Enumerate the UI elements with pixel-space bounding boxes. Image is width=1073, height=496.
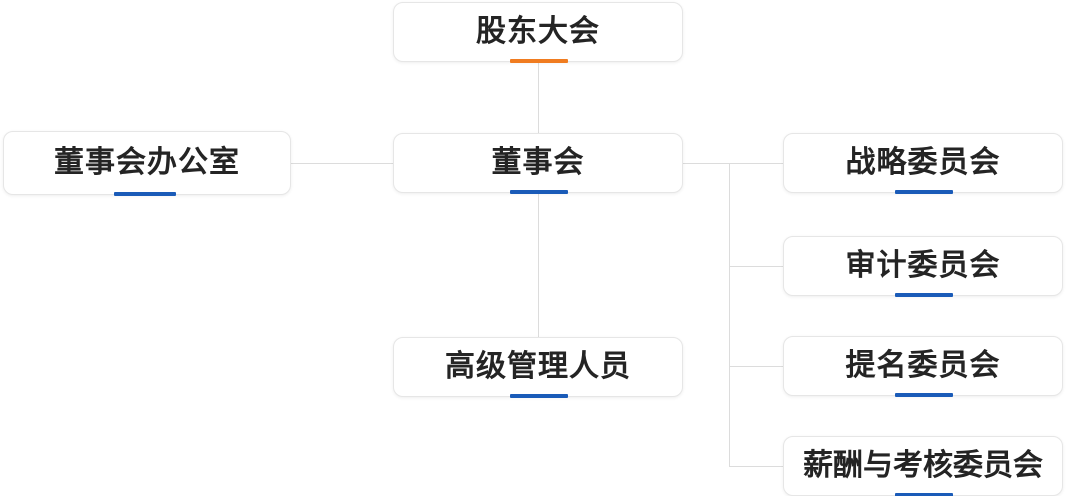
node-audit-committee[interactable]: 审计委员会 bbox=[783, 236, 1063, 297]
node-board-accent bbox=[510, 190, 568, 194]
connector-board-to-board-office bbox=[291, 163, 393, 164]
node-strategy-committee[interactable]: 战略委员会 bbox=[783, 133, 1063, 194]
node-nomination-committee-label: 提名委员会 bbox=[845, 349, 1001, 382]
connector-committee-trunk bbox=[729, 163, 730, 466]
connector-trunk-to-remuneration-committee bbox=[729, 466, 783, 467]
node-remuneration-committee[interactable]: 薪酬与考核委员会 bbox=[783, 436, 1063, 496]
node-senior-management-accent bbox=[510, 394, 568, 398]
node-audit-committee-accent bbox=[895, 293, 953, 297]
node-board-office-label: 董事会办公室 bbox=[54, 146, 240, 179]
connector-board-to-senior-management bbox=[538, 193, 539, 337]
connector-trunk-to-audit-committee bbox=[729, 266, 783, 267]
node-shareholders[interactable]: 股东大会 bbox=[393, 2, 683, 63]
node-strategy-committee-label: 战略委员会 bbox=[845, 146, 1001, 179]
node-audit-committee-label: 审计委员会 bbox=[845, 249, 1001, 282]
node-remuneration-committee-accent bbox=[895, 493, 953, 496]
node-strategy-committee-accent bbox=[895, 190, 953, 194]
connector-board-to-committee-trunk bbox=[683, 163, 730, 164]
connector-shareholders-to-board bbox=[538, 62, 539, 133]
node-nomination-committee-accent bbox=[895, 393, 953, 397]
node-nomination-committee[interactable]: 提名委员会 bbox=[783, 336, 1063, 397]
node-board-office-accent bbox=[114, 192, 176, 196]
node-board-label: 董事会 bbox=[491, 146, 585, 179]
node-board[interactable]: 董事会 bbox=[393, 133, 683, 194]
node-senior-management[interactable]: 高级管理人员 bbox=[393, 337, 683, 398]
node-senior-management-label: 高级管理人员 bbox=[445, 350, 631, 383]
node-remuneration-committee-label: 薪酬与考核委员会 bbox=[803, 449, 1043, 482]
connector-trunk-to-strategy-committee bbox=[729, 163, 783, 164]
connector-trunk-to-nomination-committee bbox=[729, 366, 783, 367]
node-shareholders-accent bbox=[510, 59, 568, 63]
node-shareholders-label: 股东大会 bbox=[476, 15, 600, 48]
node-board-office[interactable]: 董事会办公室 bbox=[3, 131, 291, 196]
